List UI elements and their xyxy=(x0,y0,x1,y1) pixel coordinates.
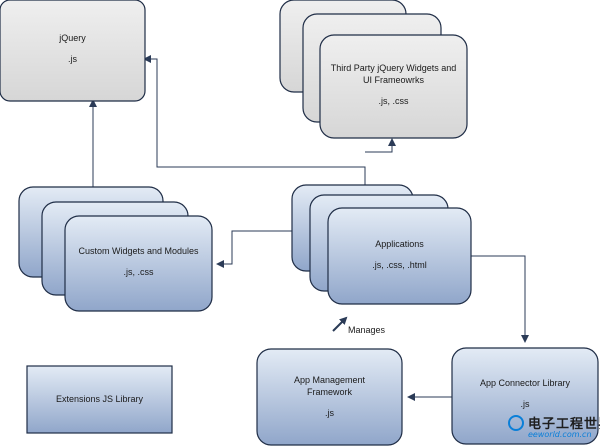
applications-label: Applications .js, .css, .html xyxy=(328,238,471,271)
third-party-label: Third Party jQuery Widgets and UI Frameo… xyxy=(320,62,467,107)
app-management-label: App Management Framework .js xyxy=(257,374,402,419)
app-connector-label: App Connector Library .js xyxy=(452,377,598,410)
extensions-label: Extensions JS Library xyxy=(27,393,172,405)
extensions-node xyxy=(26,365,173,434)
jquery-files: .js xyxy=(68,54,77,64)
custom-widgets-title: Custom Widgets and Modules xyxy=(78,246,199,256)
app-connector-title: App Connector Library xyxy=(479,378,571,388)
eeworld-logo-icon xyxy=(508,415,524,431)
app-management-node xyxy=(256,348,403,446)
applications-files: .js, .css, .html xyxy=(372,260,427,270)
third-party-title-line2: UI Frameowrks xyxy=(362,75,424,85)
edge-applications-to-custom xyxy=(216,230,292,268)
custom-widgets-files: .js, .css xyxy=(123,267,154,277)
app-connector-files: .js xyxy=(520,399,530,409)
app-management-files: .js xyxy=(325,408,334,418)
third-party-files: .js, .css xyxy=(378,96,409,106)
edge-to-third-party xyxy=(365,138,396,153)
applications-title: Applications xyxy=(375,239,424,249)
jquery-node xyxy=(0,0,146,102)
manages-label: Manages xyxy=(348,325,386,335)
extensions-title: Extensions JS Library xyxy=(55,394,144,404)
third-party-title-line1: Third Party jQuery Widgets and xyxy=(330,63,457,73)
jquery-title: jQuery xyxy=(59,33,86,43)
edge-applications-to-connector xyxy=(471,255,529,343)
app-management-title-line2: Framework xyxy=(306,387,352,397)
jquery-label: jQuery .js xyxy=(0,32,145,65)
manages-arrow xyxy=(332,316,348,332)
app-management-title-line1: App Management xyxy=(293,375,366,385)
connectors xyxy=(89,55,529,401)
applications-node xyxy=(327,207,472,305)
app-connector-node xyxy=(451,347,599,445)
edge-applications-up xyxy=(143,55,366,185)
third-party-node xyxy=(319,34,468,139)
watermark-url: eeworld.com.cn xyxy=(528,430,592,439)
custom-widgets-node xyxy=(64,215,213,312)
custom-widgets-label: Custom Widgets and Modules .js, .css xyxy=(65,245,212,278)
watermark: 电子工程世界 eeworld.com.cn xyxy=(508,411,600,447)
watermark-main: 电子工程世界 xyxy=(528,417,600,432)
